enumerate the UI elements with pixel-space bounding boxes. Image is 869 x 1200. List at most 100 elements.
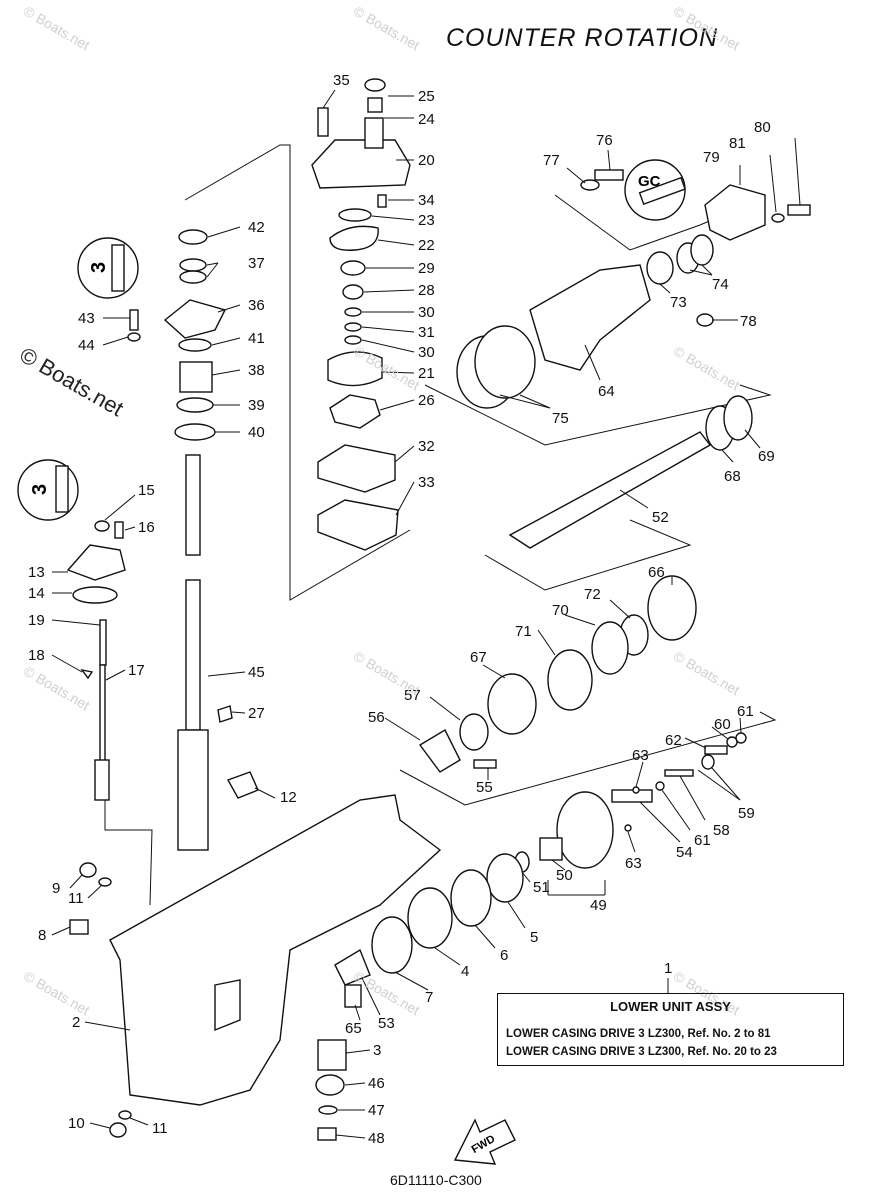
- part-57: [459, 713, 489, 751]
- part-14: [72, 586, 118, 604]
- part-label-14: 14: [28, 585, 45, 602]
- part-63a: [632, 786, 640, 794]
- part-label-48: 48: [368, 1130, 385, 1147]
- part-80: [787, 204, 811, 216]
- part-label-67: 67: [470, 649, 487, 666]
- part-label-58: 58: [713, 822, 730, 839]
- part-37b: [179, 270, 207, 284]
- part-32: [317, 444, 396, 493]
- part-10: [109, 1122, 127, 1138]
- info-box-line-2: LOWER CASING DRIVE 3 LZ300, Ref. No. 20 …: [506, 1046, 777, 1058]
- part-58: [664, 769, 694, 777]
- part-18: [80, 668, 94, 680]
- part-21: [327, 351, 383, 387]
- part-label-46: 46: [368, 1075, 385, 1092]
- part-label-13: 13: [28, 564, 45, 581]
- part-label-6: 6: [500, 947, 508, 964]
- part-52: [508, 431, 712, 549]
- part-label-30b: 30: [418, 344, 435, 361]
- part-62: [704, 745, 728, 755]
- part-label-64: 64: [598, 383, 615, 400]
- part-label-59: 59: [738, 805, 755, 822]
- part-label-21: 21: [418, 365, 435, 382]
- part-6: [450, 869, 492, 927]
- part-56: [418, 729, 461, 773]
- part-25: [364, 78, 386, 92]
- part-label-33: 33: [418, 474, 435, 491]
- drive-shaft-parts: [127, 229, 227, 851]
- part-label-63a: 63: [632, 747, 649, 764]
- part-38: [179, 361, 213, 393]
- part-label-56: 56: [368, 709, 385, 726]
- part-label-57: 57: [404, 687, 421, 704]
- part-45-upper: [185, 454, 201, 556]
- part-label-73: 73: [670, 294, 687, 311]
- part-label-40: 40: [248, 424, 265, 441]
- part-76: [594, 169, 624, 181]
- part-label-11a: 11: [68, 890, 84, 907]
- part-label-26: 26: [418, 392, 435, 409]
- group-frames: [104, 144, 777, 906]
- part-label-52: 52: [652, 509, 669, 526]
- part-45-spline: [177, 729, 209, 851]
- part-label-22: 22: [418, 237, 435, 254]
- part-48: [317, 1127, 337, 1141]
- part-40: [174, 423, 216, 441]
- part-43: [129, 309, 139, 331]
- part-label-66: 66: [648, 564, 665, 581]
- diagram-title: COUNTER ROTATION: [446, 24, 719, 52]
- part-label-3: 3: [373, 1042, 381, 1059]
- part-label-79: 79: [703, 149, 720, 166]
- part-11a: [98, 877, 112, 887]
- part-3: [317, 1039, 347, 1071]
- part-label-24: 24: [418, 111, 435, 128]
- part-label-75: 75: [552, 410, 569, 427]
- part-label-23: 23: [418, 212, 435, 229]
- diagram-code: 6D11110-C300: [390, 1172, 482, 1188]
- part-label-45: 45: [248, 664, 265, 681]
- part-46: [315, 1074, 345, 1096]
- casing-fin: [214, 979, 241, 1032]
- part-24: [367, 97, 383, 113]
- part-label-68: 68: [724, 468, 741, 485]
- part-59: [701, 754, 715, 770]
- inset-b-label: GC: [638, 173, 661, 190]
- part-9: [79, 862, 97, 878]
- part-label-36: 36: [248, 297, 265, 314]
- part-70: [591, 621, 629, 675]
- inset-a-pin: [111, 244, 125, 292]
- part-label-1: 1: [664, 960, 672, 977]
- part-61b: [655, 781, 665, 791]
- part-27: [217, 705, 233, 723]
- part-label-61a: 61: [737, 703, 754, 720]
- inset-c-label: 3: [29, 484, 51, 495]
- part-11b: [118, 1110, 132, 1120]
- part-41: [178, 338, 212, 352]
- inset-callouts: 3 GC 3: [17, 159, 686, 521]
- part-label-20: 20: [418, 152, 435, 169]
- part-label-72: 72: [584, 586, 601, 603]
- inset-c-pin: [55, 465, 69, 513]
- part-label-39: 39: [248, 397, 265, 414]
- part-50: [539, 837, 563, 861]
- part-number-labels: 3525242034232229283031302126323342373643…: [28, 72, 775, 1147]
- part-5: [486, 853, 524, 903]
- part-17: [99, 664, 106, 771]
- part-label-71: 71: [515, 623, 532, 640]
- part-64: [529, 264, 651, 371]
- part-label-34: 34: [418, 192, 435, 209]
- part-label-7: 7: [425, 989, 433, 1006]
- part-20-housing: [311, 139, 411, 189]
- part-30a: [344, 307, 362, 317]
- part-label-29: 29: [418, 260, 435, 277]
- part-label-69: 69: [758, 448, 775, 465]
- part-label-11b: 11: [152, 1120, 168, 1137]
- part-19: [99, 619, 107, 666]
- part-37a: [179, 258, 207, 272]
- part-label-50: 50: [556, 867, 573, 884]
- part-label-80: 80: [754, 119, 771, 136]
- part-label-61b: 61: [694, 832, 711, 849]
- part-77: [580, 179, 600, 191]
- part-label-77: 77: [543, 152, 560, 169]
